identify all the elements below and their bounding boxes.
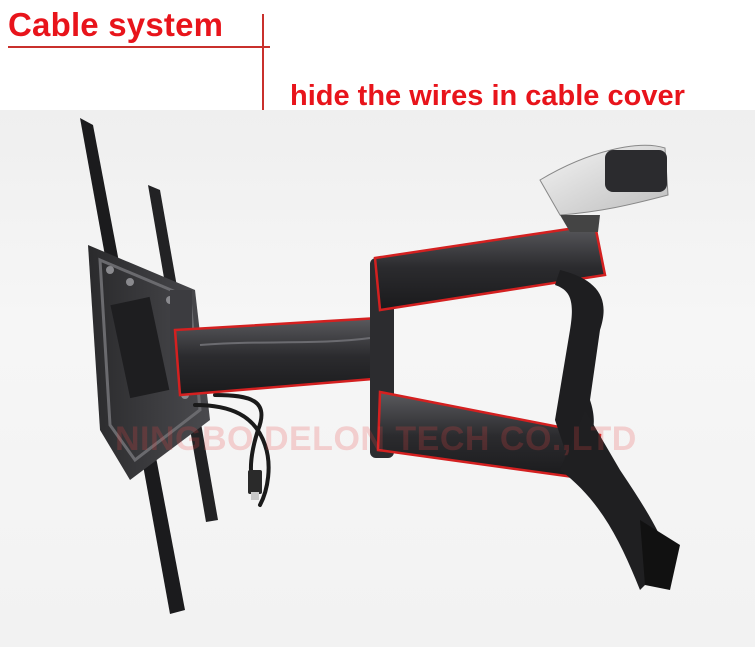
page-title: Cable system [8, 6, 224, 43]
inner-arm [173, 316, 387, 397]
wall-bracket [555, 270, 680, 590]
watermark: NINGBO DELON TECH CO.,LTD [115, 420, 637, 458]
title-underline [8, 46, 270, 48]
caption: hide the wires in cable cover [290, 80, 685, 112]
wall-bracket-top-cap [539, 144, 669, 232]
cables [193, 393, 271, 507]
cable-plug-tip [251, 492, 259, 500]
cable-plug [248, 470, 262, 494]
vertical-divider [262, 14, 264, 118]
upper-outer-arm [373, 223, 607, 312]
